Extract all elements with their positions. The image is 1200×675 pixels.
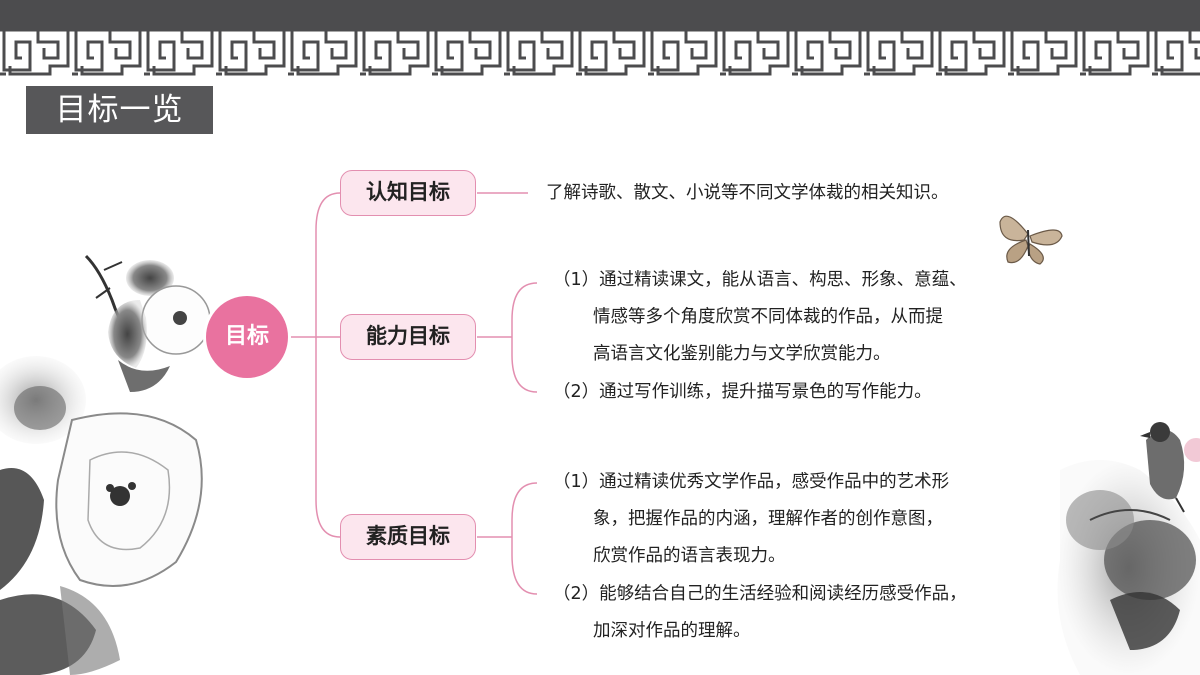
ability-goal-1-line-1: （1）通过精读课文，能从语言、构思、形象、意蕴、 <box>553 270 967 290</box>
quality-goal-2-line-1: （2）能够结合自己的生活经验和阅读经历感受作品， <box>553 584 967 604</box>
ability-goal-1-line-2: 情感等多个角度欣赏不同体裁的作品，从而提 <box>593 307 943 327</box>
ability-goal-1: （1）通过精读课文，能从语言、构思、形象、意蕴、 情感等多个角度欣赏不同体裁的作… <box>553 262 967 373</box>
quality-goal-2: （2）能够结合自己的生活经验和阅读经历感受作品， 加深对作品的理解。 <box>553 576 967 650</box>
butterfly-icon <box>999 215 1063 265</box>
hub-node: 目标 <box>206 296 288 378</box>
ink-flower-painting <box>0 254 211 675</box>
ability-goal-1-line-3: 高语言文化鉴别能力与文学欣赏能力。 <box>593 344 891 364</box>
branch-cognitive-node: 认知目标 <box>340 170 476 216</box>
branch-ability-node: 能力目标 <box>340 314 476 360</box>
cognitive-goal-text: 了解诗歌、散文、小说等不同文学体裁的相关知识。 <box>546 175 949 212</box>
page-title: 目标一览 <box>26 86 213 134</box>
header-band <box>0 0 1200 30</box>
quality-goal-1-line-3: 欣赏作品的语言表现力。 <box>593 546 786 566</box>
ability-goal-2-line-1: （2）通过写作训练，提升描写景色的写作能力。 <box>553 382 932 402</box>
ink-bird-painting <box>1057 422 1200 675</box>
quality-goal-1: （1）通过精读优秀文学作品，感受作品中的艺术形 象，把握作品的内涵，理解作者的创… <box>553 464 949 575</box>
quality-goal-1-line-1: （1）通过精读优秀文学作品，感受作品中的艺术形 <box>553 472 950 492</box>
cognitive-goal-line: 了解诗歌、散文、小说等不同文学体裁的相关知识。 <box>546 183 949 203</box>
quality-goal-1-line-2: 象，把握作品的内涵，理解作者的创作意图， <box>593 509 943 529</box>
ability-goal-2: （2）通过写作训练，提升描写景色的写作能力。 <box>553 374 932 411</box>
branch-quality-node: 素质目标 <box>340 514 476 560</box>
lattice-pattern <box>0 26 1200 78</box>
quality-goal-2-line-2: 加深对作品的理解。 <box>593 621 751 641</box>
